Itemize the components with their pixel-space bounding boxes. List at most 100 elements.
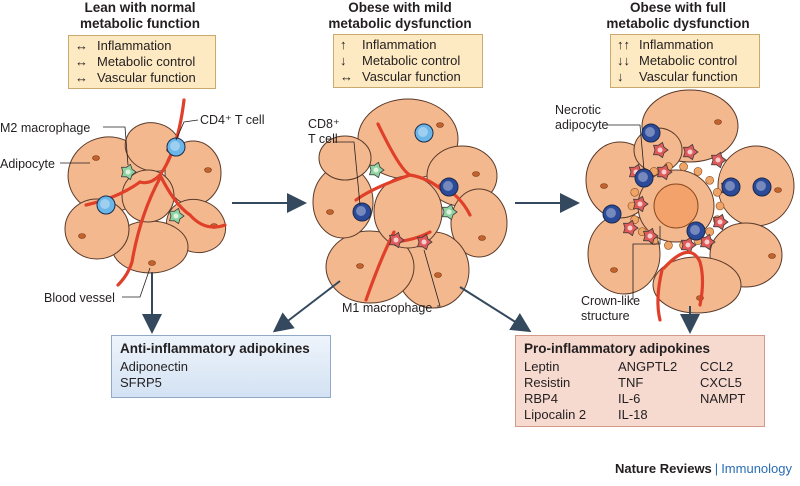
cd8-t-cell-highlight	[356, 206, 366, 216]
adipocyte-nucleus	[78, 233, 86, 239]
label-necrotic-adipocyte: Necrotic adipocyte	[555, 103, 609, 133]
crown-cell	[705, 176, 715, 185]
label-cd8-line1: CD8⁺	[308, 117, 340, 131]
cd8-t-cell	[352, 202, 372, 222]
leader-line	[423, 249, 441, 307]
adipocyte-nucleus	[610, 267, 618, 273]
status-row: ↔Vascular function	[75, 70, 209, 86]
stage-mild-title-line1: Obese with mild	[348, 0, 452, 15]
m1-macrophage-nucleus	[393, 237, 399, 243]
cd8-t-cell-highlight	[443, 181, 453, 191]
stage-lean-title-line2: metabolic function	[79, 16, 200, 31]
anti-inflammatory-item: SFRP5	[120, 375, 162, 390]
leader-line	[122, 267, 151, 298]
adipocyte	[64, 198, 130, 260]
stage-lean-status-box: ↔Inflammation ↔Metabolic control ↔Vascul…	[68, 35, 216, 89]
leader-line	[333, 141, 361, 206]
pro-inflammatory-item: CXCL5	[700, 375, 742, 390]
label-crown-line1: Crown-like	[581, 294, 641, 308]
label-m1-macrophage: M1 macrophage	[342, 301, 433, 315]
status-symbol: ↔	[340, 69, 353, 84]
flow-arrow	[272, 280, 341, 333]
adipocyte	[325, 230, 415, 304]
leader-line	[103, 126, 129, 166]
m1-macrophage-nucleus	[704, 239, 710, 245]
pro-inflammatory-column: Leptin Resistin RBP4 Lipocalin 2	[524, 359, 618, 423]
m2-macrophage-nucleus	[373, 167, 379, 173]
adipocyte-nucleus	[478, 235, 486, 241]
status-row: ↔Inflammation	[75, 38, 209, 54]
blood-vessel	[158, 173, 227, 229]
stage-full-title: Obese with full metabolic dysfunction	[598, 0, 758, 32]
cd4-t-cell	[96, 195, 116, 215]
pro-inflammatory-title: Pro-inflammatory adipokines	[524, 341, 711, 356]
label-cd8-t-cell: CD8⁺ T cell	[308, 117, 340, 147]
pro-inflammatory-item: Leptin	[524, 359, 560, 374]
m1-macrophage-nucleus	[715, 157, 721, 163]
blood-vessel	[84, 180, 142, 207]
status-symbol: ↓	[617, 69, 624, 84]
m1-macrophage-nucleus	[627, 225, 633, 231]
crown-cell	[664, 241, 673, 250]
stage-mild-status-box: ↑Inflammation ↓Metabolic control ↔Vascul…	[333, 34, 483, 88]
footer-field: Immunology	[721, 461, 792, 476]
necrotic-adipocyte-core	[653, 183, 699, 229]
stage-full-status-box: ↑↑ Inflammation ↓↓Metabolic control ↓ Vasc…	[610, 34, 760, 88]
status-text: Vascular function	[639, 69, 738, 84]
status-text: Metabolic control	[97, 54, 196, 69]
crown-cell	[679, 162, 688, 171]
anti-inflammatory-item: Adiponectin	[120, 359, 188, 374]
crown-cell	[693, 167, 703, 176]
cd8-t-cell-highlight	[690, 225, 700, 235]
label-m2-macrophage: M2 macrophage	[0, 121, 91, 135]
pro-inflammatory-column: ANGPTL2 TNF IL-6 IL-18	[618, 359, 700, 423]
pro-inflammatory-item: IL-18	[618, 407, 648, 422]
status-text: Inflammation	[639, 37, 714, 52]
status-row: ↔Vascular function	[340, 69, 476, 85]
m2-macrophage-nucleus	[446, 209, 452, 215]
stage-lean-title: Lean with normal metabolic function	[60, 0, 220, 32]
m1-macrophage-nucleus	[637, 201, 643, 207]
m1-macrophage-nucleus	[717, 219, 723, 225]
stage-full-title-line2: metabolic dysfunction	[606, 16, 750, 31]
blood-vessel	[354, 173, 412, 202]
pro-inflammatory-column: CCL2 CXCL5 NAMPT	[700, 359, 746, 423]
pro-inflammatory-item: TNF	[618, 375, 644, 390]
blood-vessel	[662, 250, 705, 307]
pro-inflammatory-adipokines-box: Pro-inflammatory adipokines Leptin Resis…	[515, 335, 765, 427]
stage-full-title-line1: Obese with full	[629, 0, 726, 15]
label-necrotic-line1: Necrotic	[555, 103, 601, 117]
status-text: Metabolic control	[639, 53, 738, 68]
cd8-t-cell	[602, 204, 622, 224]
cd8-t-cell	[752, 177, 772, 197]
adipocyte-nucleus	[148, 260, 156, 266]
label-necrotic-line2: adipocyte	[555, 118, 609, 132]
crown-cell	[712, 188, 722, 197]
adipocyte	[373, 175, 443, 249]
leader-line	[632, 226, 661, 300]
cd4-t-cell-highlight	[100, 199, 110, 209]
label-adipocyte: Adipocyte	[0, 157, 55, 171]
status-symbol: ↔	[75, 38, 88, 53]
label-crown-line2: structure	[581, 309, 630, 323]
cd8-t-cell-highlight	[645, 127, 655, 137]
leader-line	[175, 119, 199, 141]
adipocyte-nucleus	[714, 119, 722, 125]
status-row: ↔Metabolic control	[75, 54, 209, 70]
status-row: ↓↓Metabolic control	[617, 53, 753, 69]
status-text: Metabolic control	[362, 53, 461, 68]
m1-macrophage-nucleus	[687, 149, 693, 155]
crown-cell	[715, 201, 725, 211]
status-text: Vascular function	[97, 70, 196, 85]
blood-vessel	[656, 268, 664, 322]
label-blood-vessel: Blood vessel	[44, 291, 115, 305]
adipocyte-nucleus	[356, 263, 364, 269]
adipocyte-nucleus	[472, 171, 480, 177]
status-row: ↑↑ Inflammation	[617, 37, 753, 53]
footer-separator: |	[714, 461, 719, 476]
status-symbol: ↓	[340, 53, 347, 68]
status-symbol: ↑↑	[617, 37, 630, 52]
pro-inflammatory-item: CCL2	[700, 359, 734, 374]
adipocyte-nucleus	[774, 187, 782, 193]
